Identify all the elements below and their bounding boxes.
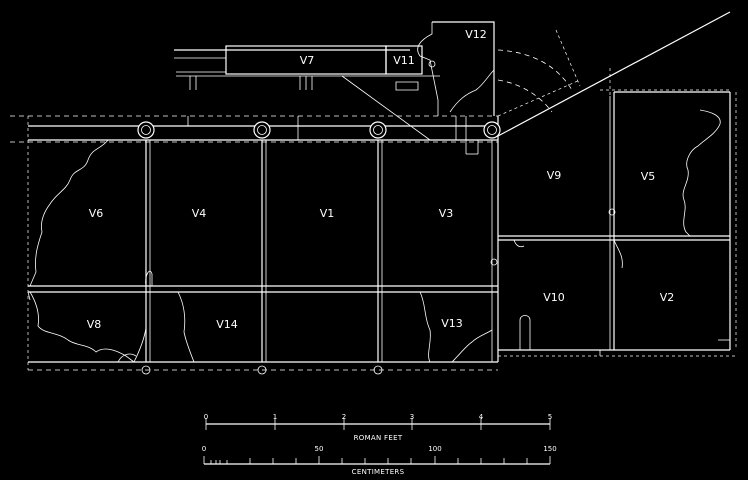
panel-label-v6: V6	[89, 207, 104, 220]
panel-label-v11: V11	[393, 54, 415, 67]
centimeters-tick-0: 0	[202, 445, 206, 453]
panel-label-v9: V9	[547, 169, 562, 182]
beam-bosses	[137, 121, 616, 375]
scale-centimeters: 0 50 100 150 CENTIMETERS	[202, 445, 557, 476]
centimeters-tick-100: 100	[428, 445, 441, 453]
panel-label-v13: V13	[441, 317, 463, 330]
roman-feet-tick-5: 5	[548, 413, 552, 421]
panel-label-v1: V1	[320, 207, 335, 220]
roman-feet-tick-3: 3	[410, 413, 414, 421]
fresco-fracture-lines	[27, 139, 493, 363]
panel-label-v7: V7	[300, 54, 315, 67]
roman-feet-tick-2: 2	[342, 413, 346, 421]
roman-feet-tick-1: 1	[273, 413, 277, 421]
panel-label-v4: V4	[192, 207, 207, 220]
roman-feet-caption: ROMAN FEET	[354, 434, 403, 442]
upper-structure	[174, 21, 495, 141]
panel-label-v3: V3	[439, 207, 454, 220]
panel-label-v10: V10	[543, 291, 565, 304]
roman-feet-tick-0: 0	[204, 413, 208, 421]
centimeters-caption: CENTIMETERS	[352, 468, 405, 476]
panel-label-v14: V14	[216, 318, 238, 331]
centimeters-tick-150: 150	[543, 445, 556, 453]
right-wall-outline	[497, 11, 737, 357]
centimeters-tick-50: 50	[315, 445, 324, 453]
scale-roman-feet: 0 1 2 3 4 5 ROMAN FEET	[204, 413, 552, 442]
main-wall-outline	[10, 115, 499, 371]
panel-label-v5: V5	[641, 170, 656, 183]
panel-label-v2: V2	[660, 291, 675, 304]
panel-label-v12: V12	[465, 28, 487, 41]
panel-labels: V6 V4 V1 V3 V8 V14 V13 V7 V11 V12 V9 V5 …	[87, 28, 675, 331]
roman-feet-tick-4: 4	[479, 413, 484, 421]
panel-label-v8: V8	[87, 318, 102, 331]
